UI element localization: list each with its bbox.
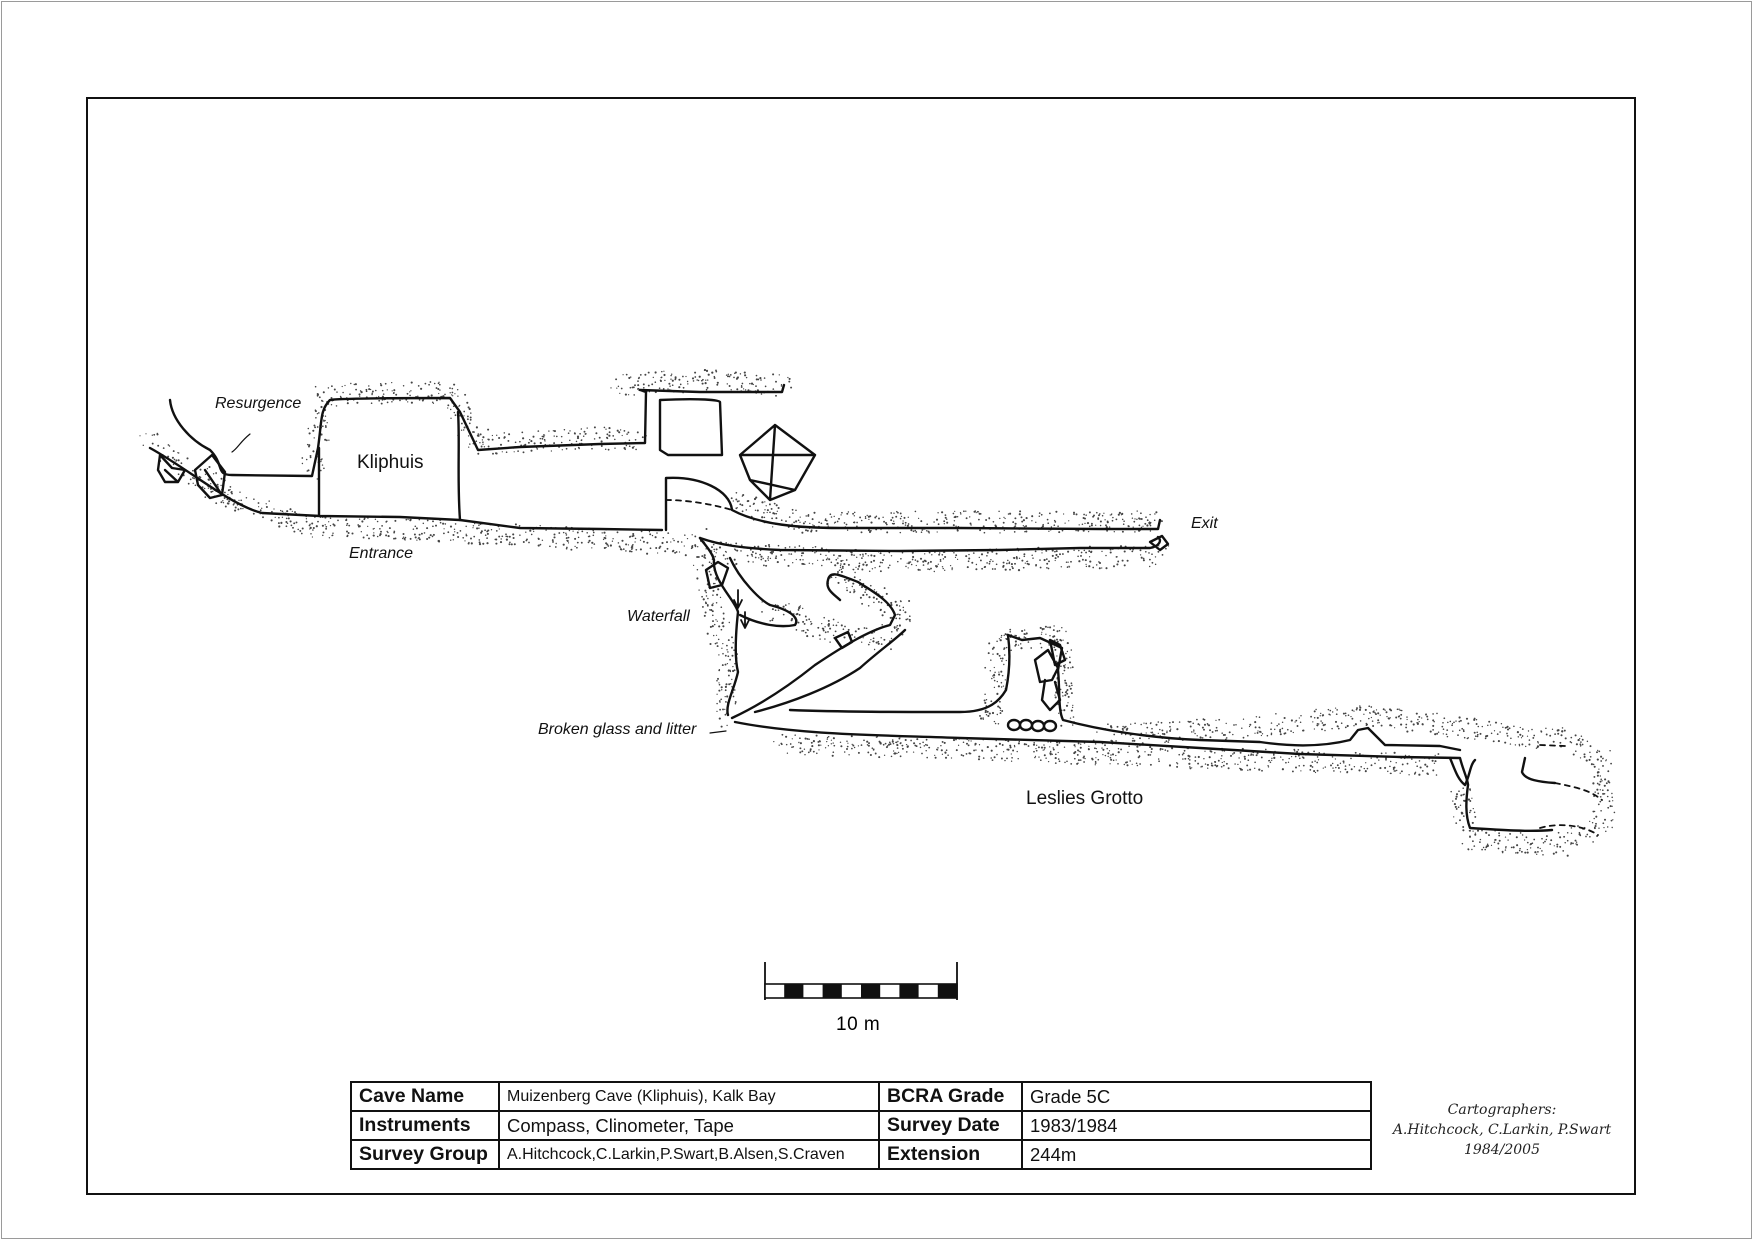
survey-group-value: A.Hitchcock,C.Larkin,P.Swart,B.Alsen,S.C…	[498, 1139, 880, 1170]
grotto-boulders	[1033, 638, 1067, 712]
passage-lower-ceiling	[788, 633, 1462, 752]
passage-diagonal	[730, 573, 897, 720]
label-broken-glass: Broken glass and litter	[538, 721, 697, 738]
grotto-dashed-line	[1539, 744, 1603, 836]
survey-frame	[86, 97, 1636, 1195]
cartographers-title: Cartographers:	[1447, 1102, 1557, 1118]
grotto-chamber	[1465, 756, 1557, 833]
table-row: Survey Group A.Hitchcock,C.Larkin,P.Swar…	[350, 1139, 1372, 1170]
passage-exit-ceiling	[664, 476, 1162, 532]
bcra-grade-header: BCRA Grade	[878, 1081, 1023, 1112]
label-exit: Exit	[1191, 515, 1218, 532]
passage-upper-floor	[148, 446, 664, 532]
survey-group-header: Survey Group	[350, 1139, 500, 1170]
scale-bar	[764, 962, 958, 1000]
resurgence-leader	[231, 433, 251, 453]
extension-value: 244m	[1021, 1139, 1372, 1170]
label-leslies-grotto: Leslies Grotto	[1026, 788, 1144, 809]
table-row: Instruments Compass, Clinometer, Tape Su…	[350, 1110, 1372, 1141]
broken-glass-leader	[709, 730, 727, 734]
passage-exit-floor	[698, 535, 1162, 553]
table-row: Cave Name Muizenberg Cave (Kliphuis), Ka…	[350, 1081, 1372, 1112]
bcra-grade-value: Grade 5C	[1021, 1081, 1372, 1112]
boulder-1	[156, 453, 187, 484]
cave-name-header: Cave Name	[350, 1081, 500, 1112]
scale-segment	[899, 984, 919, 998]
label-waterfall: Waterfall	[627, 608, 690, 625]
shaft-left-wall	[698, 536, 740, 717]
rock-stipple	[139, 369, 1616, 857]
label-entrance: Entrance	[349, 545, 414, 562]
boulder-4	[833, 630, 854, 650]
shaft-branch	[728, 556, 798, 628]
survey-info-table: Cave Name Muizenberg Cave (Kliphuis), Ka…	[350, 1081, 1372, 1170]
waterfall-arrow-2	[740, 611, 750, 629]
scale-segment	[861, 984, 881, 998]
cave-name-value: Muizenberg Cave (Kliphuis), Kalk Bay	[498, 1081, 880, 1112]
scale-segment	[784, 984, 804, 998]
waterfall-arrow	[733, 589, 743, 609]
boulder-5	[1148, 534, 1170, 552]
junction-dashed-line	[665, 499, 733, 511]
boulder-2	[193, 453, 227, 500]
passage-lower-floor	[733, 720, 1470, 787]
cartographers-names: A.Hitchcock, C.Larkin, P.Swart	[1392, 1122, 1612, 1138]
label-kliphuis: Kliphuis	[357, 452, 424, 473]
kliphuis-chamber-wall-right	[456, 410, 462, 522]
survey-date-value: 1983/1984	[1021, 1110, 1372, 1141]
block-room	[658, 397, 724, 457]
cobbles	[1006, 718, 1058, 733]
scale-segment	[822, 984, 842, 998]
grotto-pendant	[1448, 756, 1477, 787]
passage-diagonal-lower	[753, 628, 907, 714]
instruments-header: Instruments	[350, 1110, 500, 1141]
survey-date-header: Survey Date	[878, 1110, 1023, 1141]
scale-bar-label: 10 m	[836, 1014, 881, 1035]
extension-header: Extension	[878, 1139, 1023, 1170]
label-resurgence: Resurgence	[215, 395, 302, 412]
cartographers-years: 1984/2005	[1464, 1142, 1540, 1158]
passage-upper-ceiling	[168, 383, 786, 478]
boulder-3	[704, 560, 730, 590]
cartographers-credit: Cartographers: A.Hitchcock, C.Larkin, P.…	[1392, 1100, 1612, 1160]
instruments-value: Compass, Clinometer, Tape	[498, 1110, 880, 1141]
scale-segment	[937, 984, 957, 998]
boulder-diamond	[738, 423, 817, 502]
